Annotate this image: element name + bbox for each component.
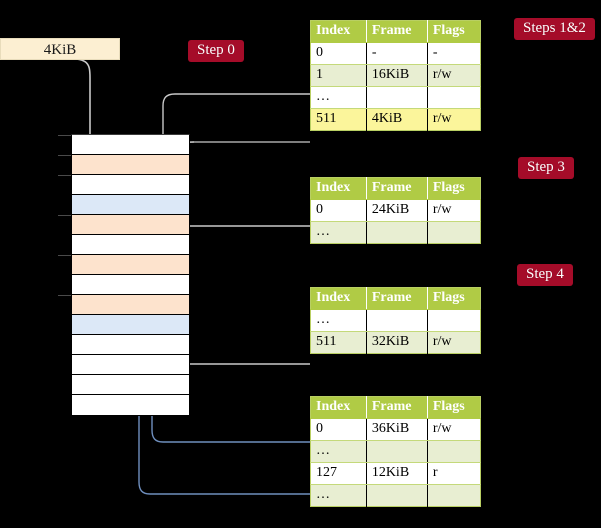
page-table-level-3: Index Frame Flags 0 24KiB r/w … [310,177,481,244]
memory-frame-row [72,195,189,215]
cell-frame: 32KiB [366,331,428,354]
table-header-row: Index Frame Flags [310,287,481,310]
page-table-level-2: Index Frame Flags … 511 32KiB r/w [310,287,481,354]
table-row: 0 - - [310,42,481,65]
cell-frame: - [366,42,428,65]
table-row: … [310,484,481,507]
table-row-highlighted: 511 4KiB r/w [310,108,481,131]
memory-frame-row [72,315,189,335]
column-header-flags: Flags [427,177,481,200]
table-row: 511 32KiB r/w [310,331,481,354]
cell-frame [366,221,428,244]
page-table-level-4: Index Frame Flags 0 - - 1 16KiB r/w … [310,20,481,131]
memory-frame-row [72,175,189,195]
size-label-4kib: 4KiB [0,38,120,60]
cell-index: … [310,86,367,109]
column-header-flags: Flags [427,20,481,43]
cell-frame: 36KiB [366,418,428,441]
table-row: 0 24KiB r/w [310,199,481,222]
column-header-index: Index [310,396,367,419]
memory-frame-row [72,255,189,275]
column-header-flags: Flags [427,287,481,310]
memory-tick [58,255,72,256]
memory-frame-row [72,155,189,175]
column-header-frame: Frame [366,396,428,419]
cell-index: 511 [310,108,367,131]
cell-frame: 4KiB [366,108,428,131]
table-row: … [310,309,481,332]
cell-frame: 12KiB [366,462,428,485]
memory-frame-row [72,235,189,255]
cell-flags [427,484,481,507]
cell-index: … [310,484,367,507]
memory-frame-row [72,275,189,295]
cell-index: … [310,221,367,244]
cell-flags [427,221,481,244]
cell-index: 0 [310,418,367,441]
cell-flags: r/w [427,331,481,354]
cell-flags: r/w [427,199,481,222]
memory-tick [58,175,72,176]
memory-frame-row [72,335,189,355]
memory-frame-row [72,215,189,235]
cell-flags: r/w [427,108,481,131]
memory-tick [58,295,72,296]
cell-index: 511 [310,331,367,354]
badge-steps-1-2: Steps 1&2 [514,18,595,40]
cell-index: … [310,309,367,332]
cell-index: 0 [310,42,367,65]
table-header-row: Index Frame Flags [310,396,481,419]
badge-step-0: Step 0 [188,40,244,62]
cell-frame: 24KiB [366,199,428,222]
table-row: 127 12KiB r [310,462,481,485]
table-header-row: Index Frame Flags [310,20,481,43]
memory-frame-row [72,135,189,155]
cell-index: … [310,440,367,463]
table-row: … [310,221,481,244]
memory-tick [58,215,72,216]
column-header-flags: Flags [427,396,481,419]
cell-frame [366,484,428,507]
column-header-index: Index [310,20,367,43]
badge-step-4: Step 4 [517,264,573,286]
memory-frame-row [72,375,189,395]
cell-flags: r [427,462,481,485]
cell-flags [427,86,481,109]
cell-index: 0 [310,199,367,222]
cell-flags: r/w [427,418,481,441]
column-header-index: Index [310,287,367,310]
page-table-level-1: Index Frame Flags 0 36KiB r/w … 127 12Ki… [310,396,481,507]
memory-tick [58,155,72,156]
memory-frame-row [72,295,189,315]
column-header-frame: Frame [366,20,428,43]
table-header-row: Index Frame Flags [310,177,481,200]
badge-step-3: Step 3 [518,157,574,179]
cell-frame [366,86,428,109]
table-row: … [310,440,481,463]
cell-flags [427,440,481,463]
memory-tick [58,135,72,136]
cell-frame [366,440,428,463]
cell-index: 127 [310,462,367,485]
cell-flags: r/w [427,64,481,87]
table-row: 1 16KiB r/w [310,64,481,87]
memory-frame-row [72,355,189,375]
cell-frame [366,309,428,332]
cell-frame: 16KiB [366,64,428,87]
cell-flags: - [427,42,481,65]
cell-flags [427,309,481,332]
memory-frame-row [72,395,189,415]
table-row: 0 36KiB r/w [310,418,481,441]
cell-index: 1 [310,64,367,87]
physical-memory-column [71,134,190,416]
column-header-frame: Frame [366,177,428,200]
table-row: … [310,86,481,109]
column-header-index: Index [310,177,367,200]
column-header-frame: Frame [366,287,428,310]
